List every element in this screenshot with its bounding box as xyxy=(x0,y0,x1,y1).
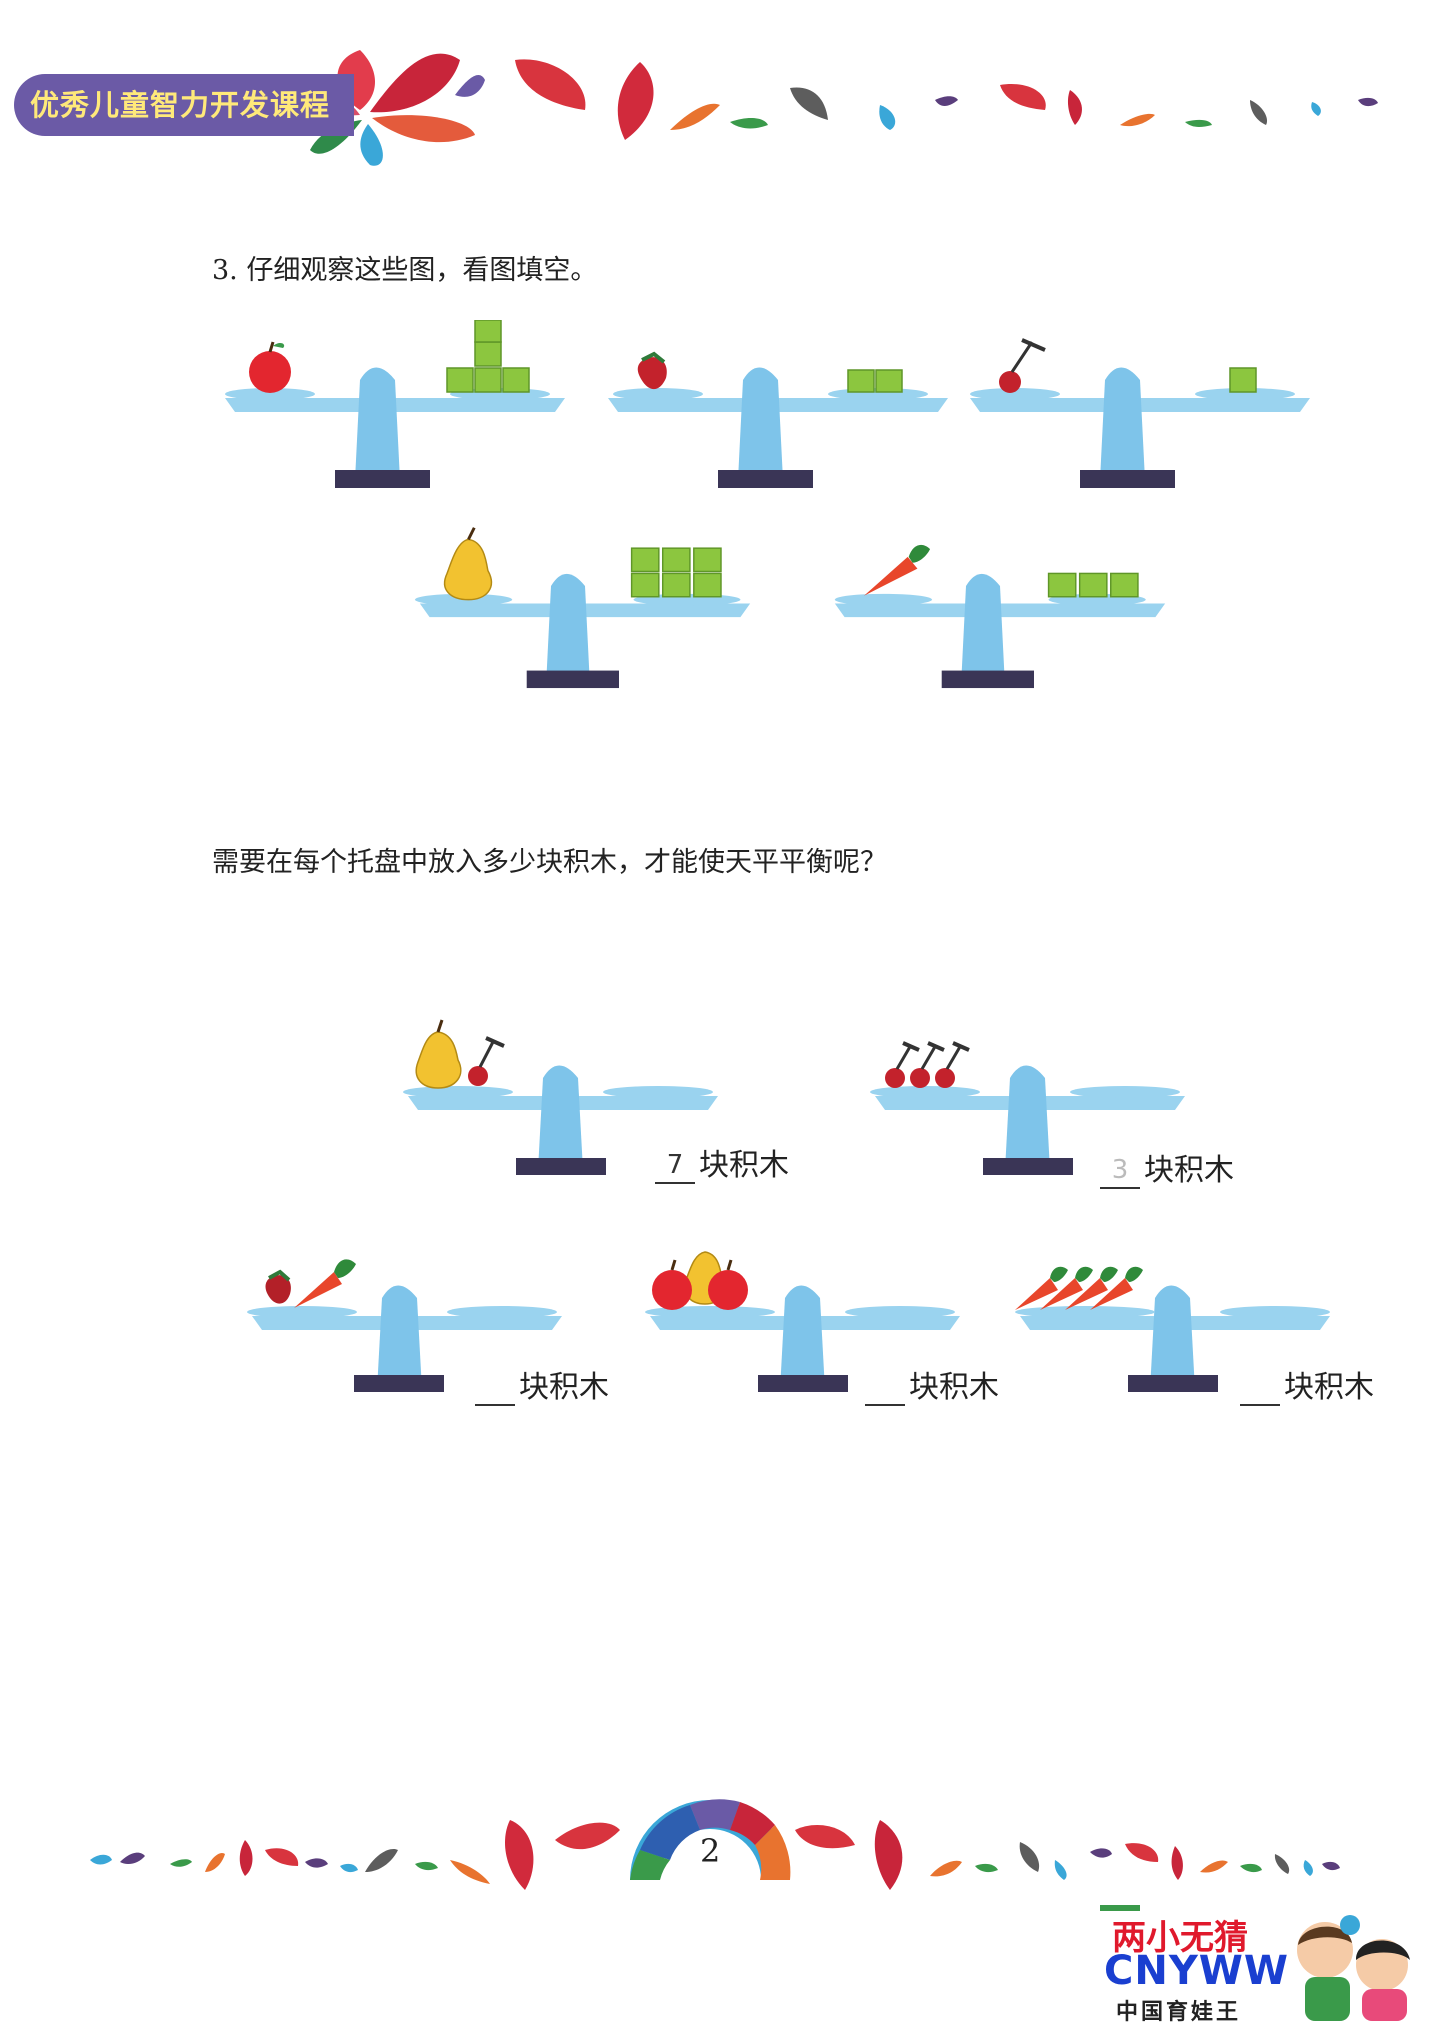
answer-unit-5: 块积木 xyxy=(1284,1370,1374,1405)
carrot-icon xyxy=(294,1259,356,1308)
scale-pillar xyxy=(355,367,400,480)
scale-pan-left xyxy=(403,1086,513,1098)
answer-unit-2: 块积木 xyxy=(1144,1153,1234,1188)
strawberry-icon xyxy=(265,1269,291,1304)
scale-base xyxy=(354,1375,444,1392)
pear-icon xyxy=(415,1019,462,1089)
carrot-icon xyxy=(1065,1266,1118,1310)
answer-line-3: 块积木 xyxy=(475,1362,609,1406)
answer-line-5: 块积木 xyxy=(1240,1362,1374,1406)
scale-pillar xyxy=(780,1285,825,1390)
question-text: 3. 仔细观察这些图，看图填空。 xyxy=(212,255,598,286)
scale-pan-left xyxy=(834,593,932,606)
scale-pan-left xyxy=(970,388,1060,400)
scale-pan-left xyxy=(1015,1306,1155,1318)
reference-scale-strawberry xyxy=(608,351,948,488)
apple-icon xyxy=(652,1259,692,1310)
answer-unit-4: 块积木 xyxy=(909,1370,999,1405)
scale-pan-right xyxy=(1195,388,1295,400)
block-stack-icon xyxy=(847,369,903,393)
header-banner xyxy=(14,74,354,136)
scale-pillar xyxy=(546,573,590,684)
answer-input-3[interactable] xyxy=(475,1372,515,1406)
carrot-icon xyxy=(864,544,931,596)
page-number: 2 xyxy=(700,1832,721,1870)
scale-base xyxy=(1080,470,1175,488)
carrot-icon xyxy=(1040,1266,1093,1310)
scale-pan-right xyxy=(1220,1306,1330,1318)
scale-pan-left xyxy=(870,1086,980,1098)
scale-pan-right xyxy=(603,1086,713,1098)
cherry-icon xyxy=(885,1041,920,1088)
answer-input-2[interactable]: 3 xyxy=(1100,1155,1140,1189)
watermark-line3: 中国育娃王 xyxy=(1116,2000,1242,2025)
question-scale-strawberry-carrot xyxy=(247,1259,562,1392)
scale-base xyxy=(718,470,813,488)
block-stack-icon xyxy=(630,547,722,598)
question-scale-four-carrots xyxy=(1015,1266,1330,1392)
reference-scale-carrot xyxy=(834,544,1166,689)
scale-pillar xyxy=(1100,367,1145,480)
answer-input-1[interactable]: 7 xyxy=(655,1150,695,1184)
scale-pan-right xyxy=(845,1306,955,1318)
reference-scale-apple xyxy=(225,320,565,488)
subquestion-text: 需要在每个托盘中放入多少块积木，才能使天平平衡呢？ xyxy=(212,847,887,878)
watermark-line2: CNYWW xyxy=(1104,1948,1290,1994)
scale-pillar xyxy=(538,1065,583,1170)
scale-pan-right xyxy=(1070,1086,1180,1098)
scale-base xyxy=(526,670,619,689)
carrot-icon xyxy=(1090,1266,1143,1310)
scale-pan-left xyxy=(247,1306,357,1318)
cherry-icon xyxy=(910,1041,945,1088)
block-stack-icon xyxy=(1047,572,1139,598)
scale-pillar xyxy=(738,367,783,480)
footer-decoration xyxy=(90,1799,1340,1890)
answer-input-4[interactable] xyxy=(865,1372,905,1406)
banner-title: 优秀儿童智力开发课程 xyxy=(30,88,331,122)
strawberry-icon xyxy=(637,351,667,390)
cherry-icon xyxy=(999,338,1046,393)
rainbow-arch-icon xyxy=(630,1799,791,1881)
petals-row-icon xyxy=(90,1820,1340,1890)
scale-pillar xyxy=(1005,1065,1050,1170)
answer-line-4: 块积木 xyxy=(865,1362,999,1406)
pear-icon xyxy=(443,527,493,601)
watermark-logo xyxy=(1100,1905,1410,2021)
cherry-icon xyxy=(468,1036,505,1086)
apple-icon xyxy=(249,341,291,393)
reference-scale-cherry xyxy=(970,338,1310,488)
cherry-icon xyxy=(935,1041,970,1088)
scale-pan-left xyxy=(225,388,315,400)
answer-unit-1: 块积木 xyxy=(699,1148,789,1183)
scale-pillar xyxy=(1150,1285,1195,1390)
scale-base xyxy=(335,470,430,488)
question-scale-apples-pear xyxy=(645,1251,960,1392)
question-scale-pear-cherry xyxy=(403,1019,718,1175)
scale-pan-right xyxy=(447,1306,557,1318)
block-stack-icon xyxy=(1229,367,1257,393)
watermark-line1: 两小无猜 xyxy=(1112,1918,1248,1958)
scale-base xyxy=(941,670,1034,689)
scale-base xyxy=(516,1158,606,1175)
scale-pan-left xyxy=(613,388,703,400)
question-scale-three-cherries xyxy=(870,1041,1185,1175)
scale-base xyxy=(1128,1375,1218,1392)
scale-pillar xyxy=(961,573,1005,684)
answer-input-5[interactable] xyxy=(1240,1372,1280,1406)
answer-unit-3: 块积木 xyxy=(519,1370,609,1405)
scale-pillar xyxy=(377,1285,422,1390)
apple-icon xyxy=(708,1259,748,1310)
header-decoration xyxy=(307,50,1378,166)
scale-base xyxy=(983,1158,1073,1175)
petals-row-icon xyxy=(515,59,1378,140)
block-stack-icon xyxy=(446,320,530,393)
scale-base xyxy=(758,1375,848,1392)
carrot-icon xyxy=(1015,1266,1068,1310)
cartoon-kids-icon xyxy=(1297,1915,1410,2021)
reference-scale-pear xyxy=(415,527,751,689)
